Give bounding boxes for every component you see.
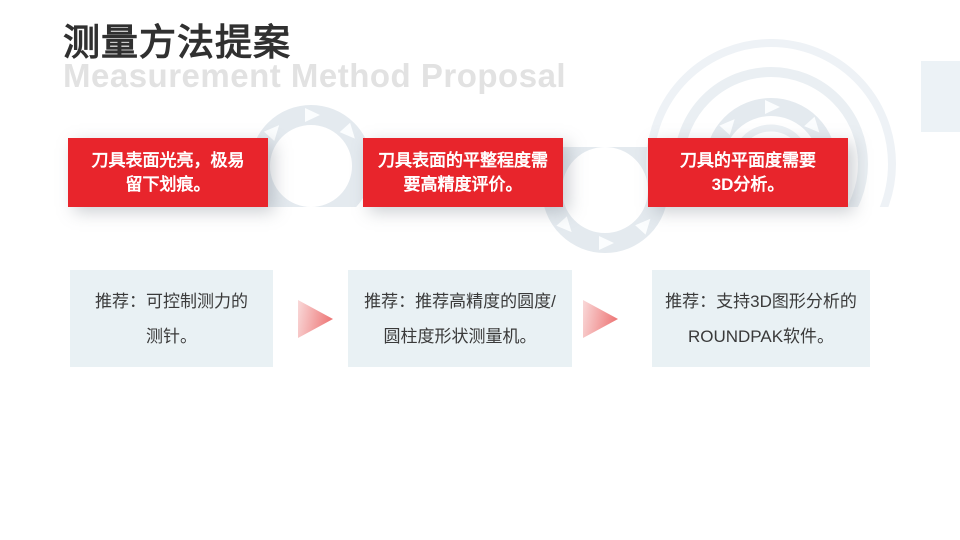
- recommendation-card-2: 推荐：推荐高精度的圆度/ 圆柱度形状测量机。: [348, 270, 572, 367]
- recommendation-card-2-line-2: 圆柱度形状测量机。: [383, 326, 537, 346]
- problem-card-3-line-1: 刀具的平面度需要: [680, 150, 816, 170]
- problem-card-1-line-2: 留下划痕。: [125, 174, 211, 194]
- ring-arrow-icon: [599, 236, 614, 250]
- recommendation-card-1-line-1: 推荐：可控制测力的: [95, 291, 248, 311]
- recommendation-card-2-line-1: 推荐：推荐高精度的圆度/: [364, 291, 556, 311]
- recommendation-card-1-line-2: 测针。: [146, 326, 197, 346]
- problem-card-1: 刀具表面光亮，极易 留下划痕。: [68, 138, 268, 207]
- page-title: 测量方法提案: [63, 22, 291, 63]
- ring-arrow-icon: [765, 100, 780, 114]
- ring-arc-middle: [542, 147, 668, 253]
- page-subtitle: Measurement Method Proposal: [63, 57, 567, 94]
- problem-card-3: 刀具的平面度需要 3D分析。: [648, 138, 848, 207]
- ring-arc-left: [250, 105, 372, 207]
- problem-card-2-line-1: 刀具表面的平整程度需: [378, 150, 548, 170]
- problem-card-3-line-2: 3D分析。: [711, 174, 785, 194]
- ring-arrow-icon: [263, 125, 280, 142]
- ring-arrow-icon: [556, 216, 572, 233]
- ring-arrow-icon: [635, 218, 651, 235]
- recommendation-card-1: 推荐：可控制测力的 测针。: [70, 270, 273, 367]
- ring-arrow-icon: [339, 122, 355, 139]
- problem-card-1-line-1: 刀具表面光亮，极易: [91, 150, 245, 170]
- problem-card-2-line-2: 要高精度评价。: [403, 174, 523, 194]
- corner-accent-block: [921, 61, 960, 132]
- recommendation-card-3-line-2: ROUNDPAK软件。: [687, 326, 835, 346]
- recommendation-card-3-line-1: 推荐：支持3D图形分析的: [665, 291, 857, 311]
- recommendation-card-3: 推荐：支持3D图形分析的 ROUNDPAK软件。: [652, 270, 870, 367]
- problem-card-2: 刀具表面的平整程度需 要高精度评价。: [363, 138, 563, 207]
- ring-arrow-icon: [719, 119, 735, 136]
- ring-arrow-icon: [804, 116, 820, 133]
- ring-arrow-icon: [305, 108, 320, 122]
